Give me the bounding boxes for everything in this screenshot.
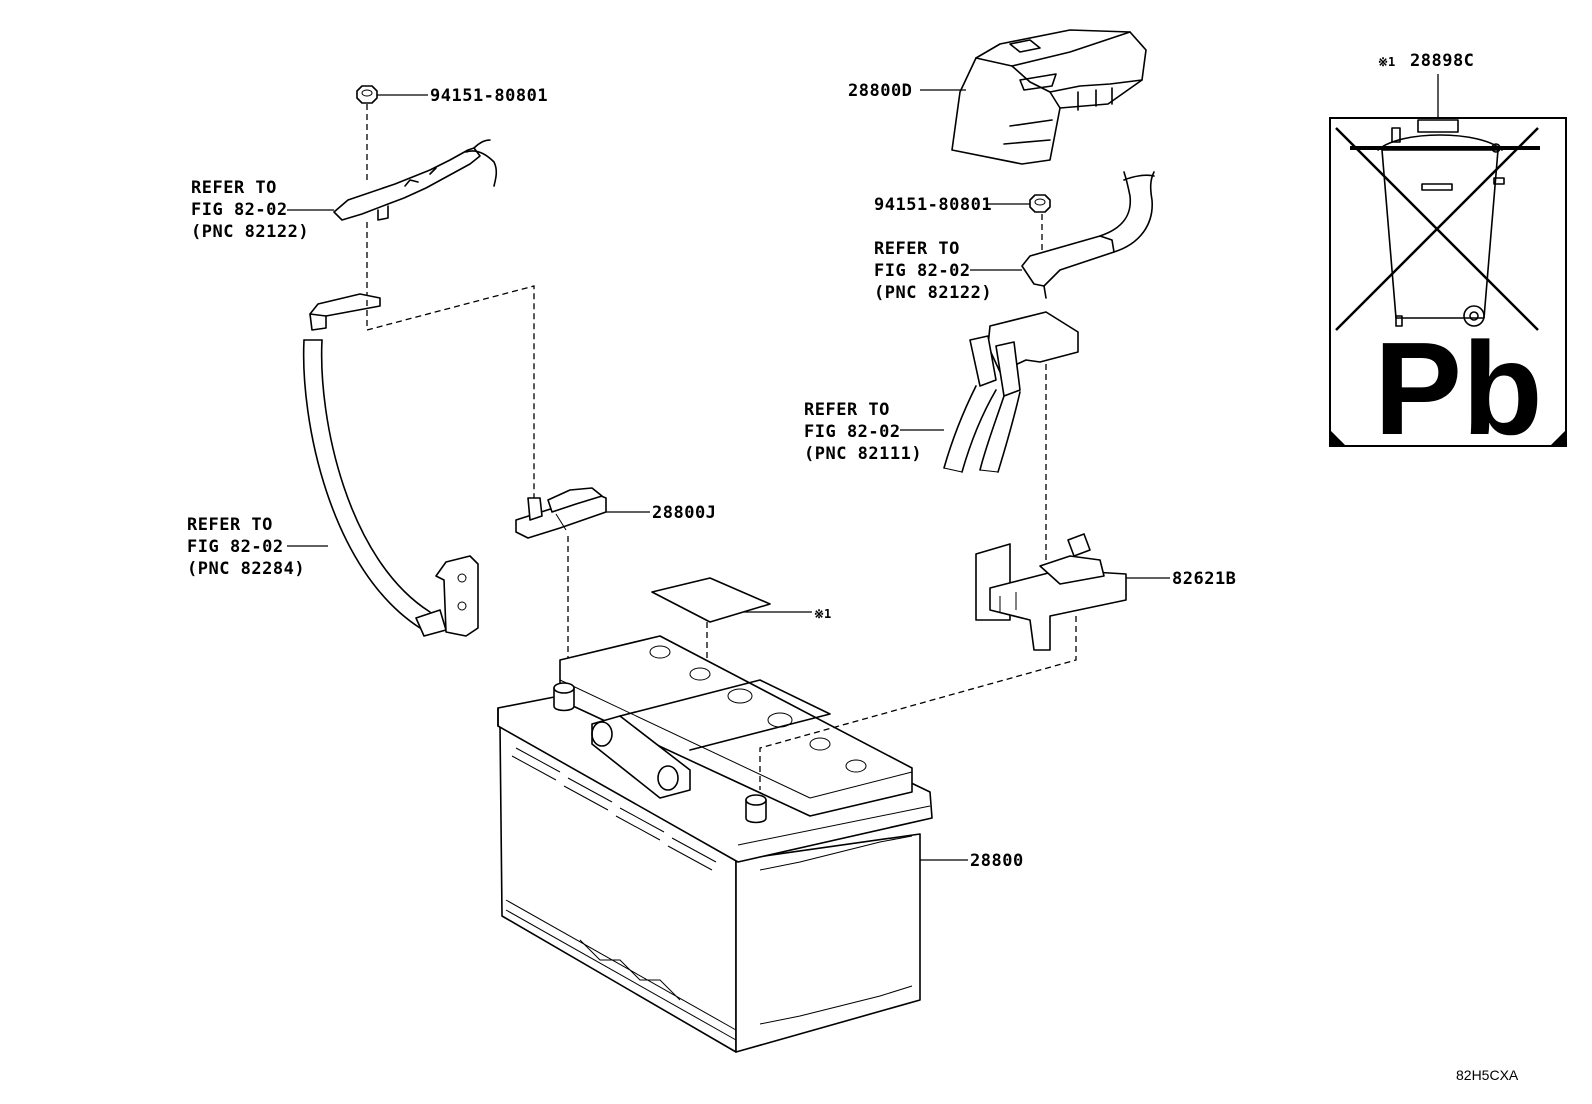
wire-harness[interactable] [900,311,1079,473]
terminal-block-label: 82621B [1172,569,1236,589]
ground-strap[interactable] [302,293,479,637]
nut-top-left[interactable] [356,85,428,180]
crossed-out-bin-icon [1335,119,1540,331]
refer-harness-line3: (PNC 82111) [804,444,922,464]
refer-harness-line1: REFER TO [804,400,890,420]
terminal-block-82621b[interactable] [975,533,1170,651]
nut-right[interactable] [986,194,1051,262]
recycle-label-28898c[interactable]: Pb [1329,117,1567,462]
refer-cable-b-line2: FIG 82-02 [874,261,971,281]
clamp-label: 28800J [652,503,716,523]
warning-sticker[interactable] [651,577,812,623]
battery-label: 28800 [970,851,1024,871]
refer-ground-line1: REFER TO [187,515,273,535]
refer-cable-a-line1: REFER TO [191,178,277,198]
refer-ground-line2: FIG 82-02 [187,537,284,557]
cover-label: 28800D [848,81,912,101]
cable-terminal-upper-left[interactable] [333,139,498,221]
terminal-cover-28800d[interactable] [920,29,1147,165]
nut-top-left-label: 94151-80801 [430,86,548,106]
battery-28800[interactable] [497,635,968,1053]
refer-ground-line3: (PNC 82284) [187,559,305,579]
recycle-label-mark: ※1 [1378,55,1395,69]
refer-cable-b-line1: REFER TO [874,239,960,259]
sticker-mark: ※1 [814,607,831,621]
lead-symbol: Pb [1374,315,1543,462]
refer-cable-a-line2: FIG 82-02 [191,200,288,220]
diagram-code: 82H5CXA [1456,1067,1519,1083]
refer-cable-a-line3: (PNC 82122) [191,222,309,242]
clamp-28800j[interactable] [515,487,650,539]
refer-cable-b-line3: (PNC 82122) [874,283,992,303]
nut-right-label: 94151-80801 [874,195,992,215]
recycle-label-text: 28898C [1410,51,1474,71]
cable-terminal-right[interactable] [970,171,1155,299]
refer-harness-line2: FIG 82-02 [804,422,901,442]
